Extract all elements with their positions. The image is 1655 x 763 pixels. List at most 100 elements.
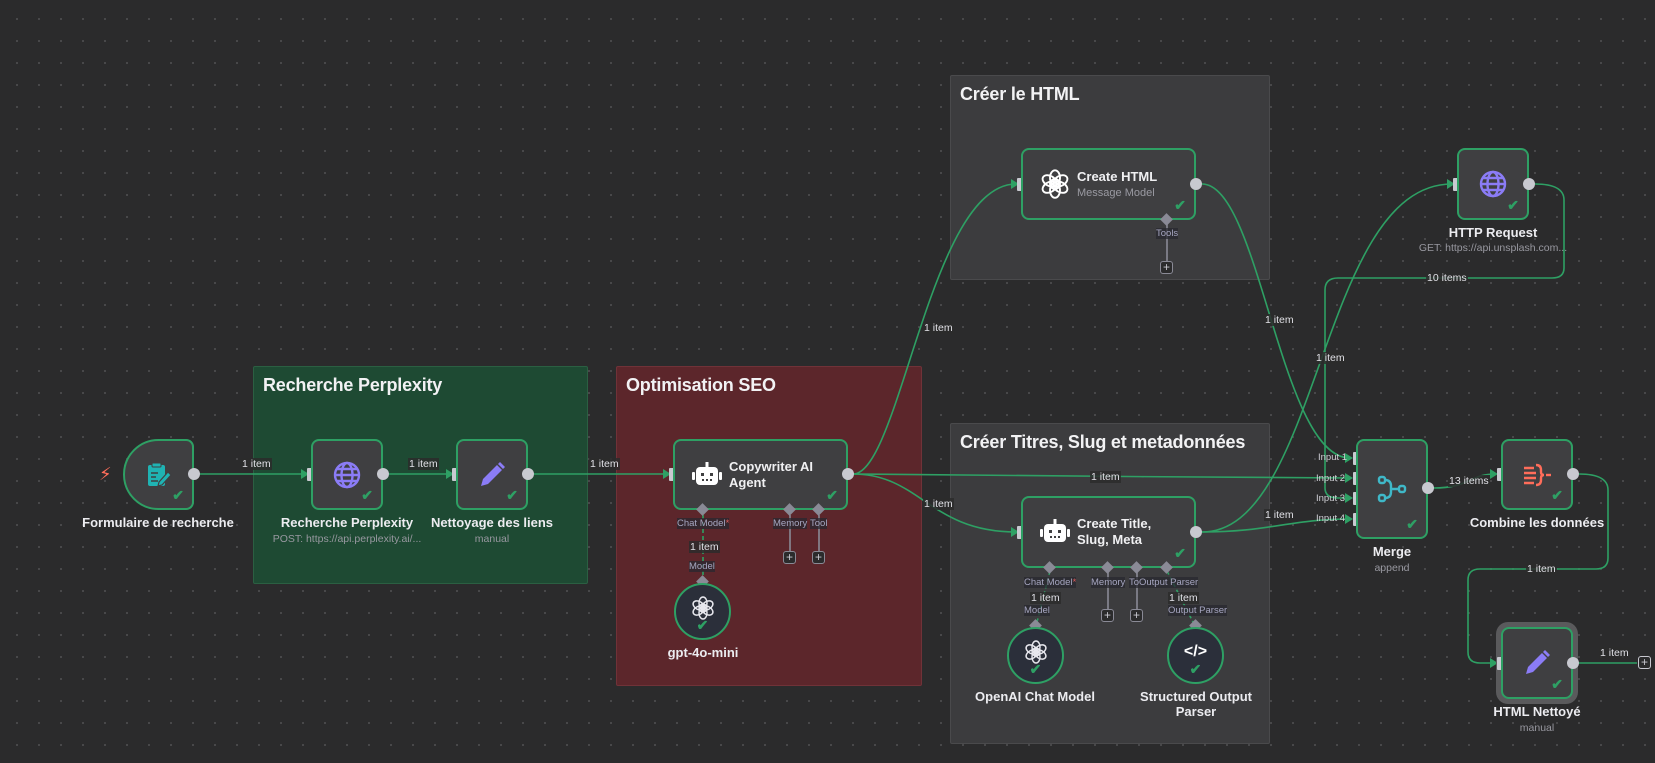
group-optimisation-seo[interactable]: Optimisation SEO <box>616 366 922 686</box>
output-port[interactable] <box>1523 178 1535 190</box>
group-creer-html[interactable]: Créer le HTML <box>950 75 1270 280</box>
arrow-merge-4 <box>1345 514 1353 524</box>
node-openai-chat-model[interactable]: ✔ <box>1007 627 1064 684</box>
group-title: Optimisation SEO <box>626 375 776 395</box>
node-merge[interactable]: ✔ <box>1356 439 1428 539</box>
success-check-icon: ✔ <box>1551 676 1563 692</box>
robot-icon <box>1039 518 1071 546</box>
node-html-nettoye[interactable]: ✔ <box>1501 627 1573 699</box>
openai-icon <box>1024 640 1048 665</box>
node-formulaire-de-recherche[interactable]: ✔ <box>123 439 194 510</box>
node-create-html[interactable]: Create HTML Message Model ✔ <box>1021 148 1196 220</box>
add-tools-button[interactable]: + <box>1160 261 1173 274</box>
output-port[interactable] <box>1567 657 1579 669</box>
pencil-icon <box>1522 648 1552 678</box>
node-create-title-slug-meta[interactable]: Create Title, Slug, Meta ✔ <box>1021 496 1196 568</box>
node-subtitle: POST: https://api.perplexity.ai/... <box>272 533 422 545</box>
add-memory-button[interactable]: + <box>783 551 796 564</box>
connection-label: 1 item <box>1264 509 1295 521</box>
input-port[interactable] <box>669 468 676 481</box>
input-port[interactable] <box>307 468 314 481</box>
arrow-clean <box>1490 658 1498 668</box>
connection-label: 10 items <box>1426 272 1468 284</box>
node-nettoyage-des-liens[interactable]: ✔ <box>456 439 528 510</box>
connection-label: 1 item <box>689 541 720 553</box>
output-port[interactable] <box>1190 178 1202 190</box>
port-label-tools: Tools <box>1156 228 1179 239</box>
success-check-icon: ✔ <box>1174 545 1186 561</box>
node-label: HTML Nettoyé <box>1493 704 1581 719</box>
success-check-icon: ✔ <box>361 487 373 503</box>
add-memory-button[interactable]: + <box>1101 609 1114 622</box>
node-copywriter-ai-agent[interactable]: Copywriter AI Agent ✔ <box>673 439 848 510</box>
port-label-model: Model <box>1024 605 1050 616</box>
success-check-icon: ✔ <box>172 487 184 503</box>
node-label: Combine les données <box>1469 515 1605 530</box>
node-text: Create Title, Slug, Meta <box>1077 516 1182 548</box>
input-port[interactable] <box>1497 468 1504 481</box>
success-check-icon: ✔ <box>1029 661 1042 677</box>
node-recherche-perplexity[interactable]: ✔ <box>311 439 383 510</box>
connection-label: 1 item <box>1315 352 1346 364</box>
output-port[interactable] <box>377 468 389 480</box>
port-label-output-parser: Output Parser <box>1168 605 1228 616</box>
node-label: Formulaire de recherche <box>82 515 234 530</box>
add-tool-button[interactable]: + <box>812 551 825 564</box>
input-port[interactable] <box>1017 178 1024 191</box>
output-port[interactable] <box>1422 482 1434 494</box>
code-icon: </> <box>1183 643 1208 661</box>
node-title: Copywriter AI Agent <box>729 458 814 490</box>
node-text: Create HTML Message Model <box>1077 169 1157 199</box>
output-port[interactable] <box>1567 468 1579 480</box>
output-port[interactable] <box>1190 526 1202 538</box>
node-subtitle: GET: https://api.unsplash.com... <box>1418 242 1568 254</box>
node-structured-output-parser[interactable]: </> ✔ <box>1167 627 1224 684</box>
success-check-icon: ✔ <box>1189 661 1202 677</box>
arrow-merge-2 <box>1345 473 1353 483</box>
node-label: Nettoyage des liens <box>430 515 554 530</box>
node-gpt-4o-mini[interactable]: ✔ <box>674 583 731 640</box>
arrow-http <box>1447 179 1455 189</box>
node-title: Create HTML <box>1077 169 1158 184</box>
merge-icon <box>1377 474 1407 504</box>
output-port[interactable] <box>842 468 854 480</box>
add-tool-button[interactable]: + <box>1130 609 1143 622</box>
input-port[interactable] <box>452 468 459 481</box>
output-port[interactable] <box>188 468 200 480</box>
wire-http-merge <box>1324 183 1565 499</box>
success-check-icon: ✔ <box>1174 197 1186 213</box>
input-port[interactable] <box>1497 657 1504 670</box>
success-check-icon: ✔ <box>696 617 709 633</box>
success-check-icon: ✔ <box>1551 487 1563 503</box>
openai-icon <box>691 596 715 621</box>
input-port[interactable] <box>1017 526 1024 539</box>
node-http-request[interactable]: ✔ <box>1457 148 1529 220</box>
output-port[interactable] <box>522 468 534 480</box>
node-subtitle: manual <box>1519 722 1555 734</box>
success-check-icon: ✔ <box>1406 516 1418 532</box>
connection-label: 13 items <box>1448 475 1490 487</box>
connection-label: 1 item <box>923 498 954 510</box>
node-combine-les-donnees[interactable]: ✔ <box>1501 439 1573 510</box>
arrow-combine <box>1490 469 1498 479</box>
node-label: gpt-4o-mini <box>667 645 739 660</box>
arrow-nettoyage <box>446 469 454 479</box>
globe-icon <box>332 460 362 490</box>
arrow-html <box>1011 179 1019 189</box>
connection-label: 1 item <box>1090 471 1121 483</box>
success-check-icon: ✔ <box>1507 197 1519 213</box>
globe-icon <box>1478 169 1508 199</box>
wire-combine-clean <box>1467 473 1609 664</box>
port-label-chat-model: Chat Model* <box>677 518 730 529</box>
aggregate-icon <box>1522 463 1552 487</box>
connection-label: 1 item <box>923 322 954 334</box>
node-label: OpenAI Chat Model <box>975 689 1095 704</box>
arrow-title <box>1011 527 1019 537</box>
add-node-button[interactable]: + <box>1638 656 1651 669</box>
node-title: Create Title, Slug, Meta <box>1077 516 1152 547</box>
connection-label: 1 item <box>1264 314 1295 326</box>
trigger-bolt-icon: ⚡︎ <box>99 464 112 484</box>
port-label-chat-model: Chat Model* <box>1024 577 1077 588</box>
input-port[interactable] <box>1453 178 1460 191</box>
